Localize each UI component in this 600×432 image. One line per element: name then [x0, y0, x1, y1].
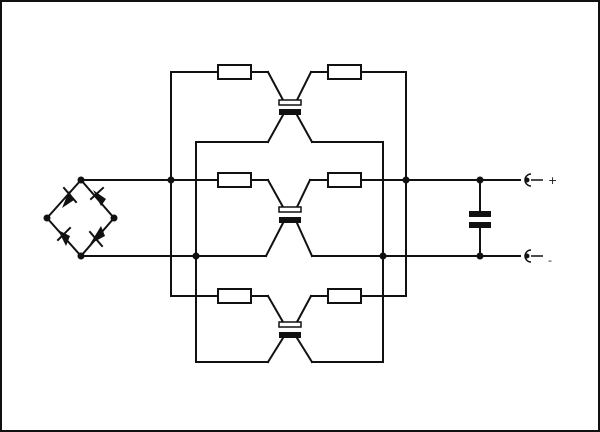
output-terminal-positive: +: [524, 173, 557, 187]
resistor-mid-left: [217, 172, 252, 188]
device-mid-upper-plate: [278, 206, 302, 213]
vertical-buses: [170, 71, 407, 363]
device-bot-lower-plate: [279, 332, 301, 338]
bridge-outline: [45, 178, 116, 258]
positive-terminal-label: +: [548, 174, 557, 187]
capacitor-lower-plate: [469, 222, 491, 228]
device-mid-lower-plate: [279, 217, 301, 223]
negative-terminal-label: -: [548, 254, 552, 267]
stage-middle: [217, 172, 362, 258]
resistor-top-left: [217, 64, 252, 80]
diode-bottom-right: [88, 226, 105, 248]
resistor-bot-left: [217, 288, 252, 304]
resistor-top-right: [327, 64, 362, 80]
device-bot-upper-plate: [278, 321, 302, 328]
stage-top: [170, 64, 407, 144]
junction-dots: [167, 176, 484, 260]
bridge-rectifier: [43, 176, 118, 260]
diode-bottom-left: [56, 226, 72, 246]
ac-input-right-node: [110, 214, 118, 222]
output-capacitor: [469, 179, 491, 257]
device-top-lower-plate: [279, 109, 301, 115]
diode-top-left: [62, 186, 78, 208]
resistor-bot-right: [327, 288, 362, 304]
diode-top-right: [89, 186, 106, 206]
stage-bottom: [170, 288, 407, 364]
ac-input-left-node: [43, 214, 51, 222]
main-rails: [80, 179, 521, 257]
capacitor-upper-plate: [469, 211, 491, 217]
output-terminal-negative: -: [524, 249, 552, 267]
device-top-upper-plate: [278, 99, 302, 106]
resistor-mid-right: [327, 172, 362, 188]
